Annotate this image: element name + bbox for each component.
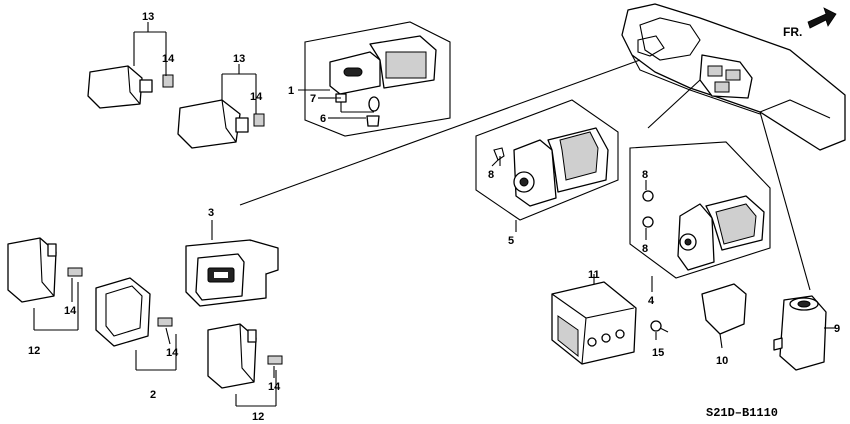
callout-13-a: 13: [142, 11, 154, 23]
callout-11: 11: [588, 269, 600, 281]
callout-15: 15: [652, 347, 664, 359]
callout-14-b: 14: [250, 91, 263, 103]
callout-10: 10: [716, 355, 728, 367]
callout-leaders: [71, 97, 657, 378]
callout-14-e: 14: [268, 381, 281, 393]
part-12-left: [7, 237, 83, 331]
dashboard-illustration: [621, 3, 846, 151]
direction-label: FR.: [783, 25, 802, 39]
callout-14-c: 14: [64, 305, 77, 317]
dashboard-leaders: [239, 59, 811, 291]
callout-1: 1: [288, 85, 294, 97]
callout-3: 3: [208, 207, 214, 219]
part-12-center: [207, 323, 283, 407]
callout-8-b: 8: [642, 169, 648, 181]
part-15-screw: [650, 320, 669, 333]
callout-8-c: 8: [642, 243, 648, 255]
callout-12-b: 12: [252, 411, 264, 423]
part-9-switch: [773, 295, 836, 371]
part-11-module: [551, 274, 637, 365]
part-2-bezel: [95, 277, 177, 371]
part-13-upper-left: [87, 22, 174, 109]
part-3-switch: [185, 220, 279, 307]
callout-5: 5: [508, 235, 514, 247]
callout-7: 7: [310, 93, 316, 105]
callout-13-b: 13: [233, 53, 245, 65]
diagram-code: S21D–B1110: [706, 406, 778, 420]
part-4-switch-assembly: [629, 141, 771, 292]
callout-8-a: 8: [488, 169, 494, 181]
callout-12-a: 12: [28, 345, 40, 357]
callout-4: 4: [648, 295, 655, 307]
callout-9: 9: [834, 323, 840, 335]
callout-6: 6: [320, 113, 326, 125]
callout-14-a: 14: [162, 53, 175, 65]
part-13-upper-middle: [177, 64, 265, 149]
callout-14-d: 14: [166, 347, 179, 359]
front-direction-arrow: FR.: [783, 7, 837, 39]
callout-labels: 13 14 13 14 1 7 6 3 8 5 8 8 4 11 15 10 9…: [28, 11, 840, 423]
part-1-switch-assembly: [298, 21, 451, 137]
part-10-bracket: [701, 283, 747, 349]
part-5-ignition-switch: [475, 99, 619, 232]
callout-2: 2: [150, 389, 156, 401]
